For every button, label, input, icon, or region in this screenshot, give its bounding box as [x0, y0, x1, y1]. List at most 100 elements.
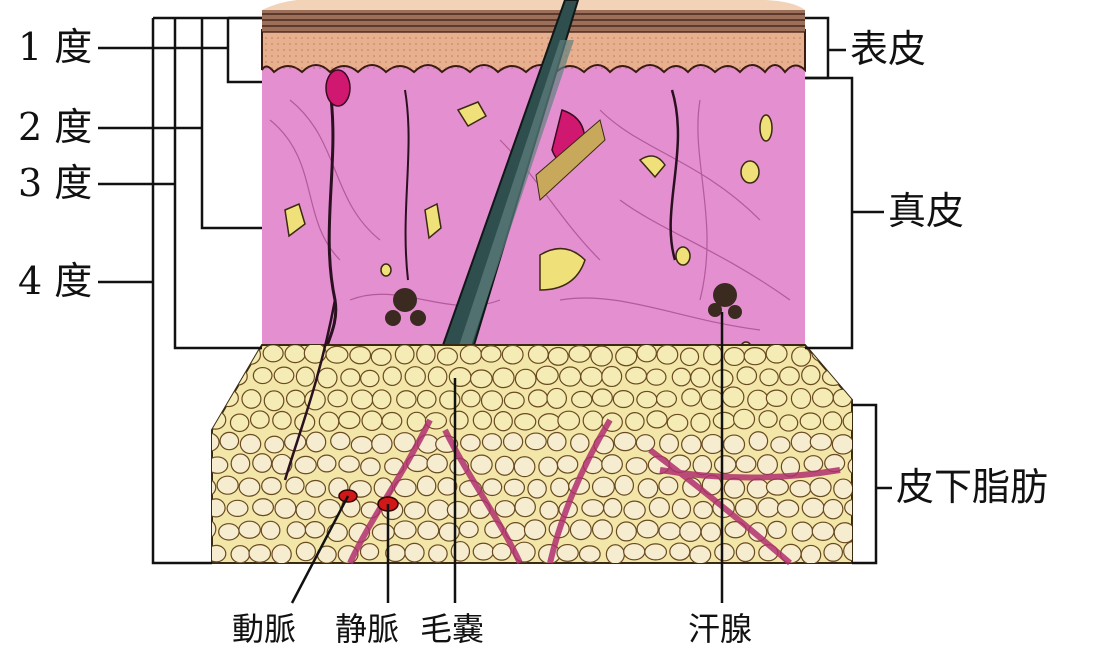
fat-cell — [351, 437, 372, 454]
fat-cell — [592, 389, 612, 406]
fat-cell — [528, 479, 546, 498]
fat-cell — [701, 523, 720, 542]
fat-cell — [504, 392, 524, 408]
fat-cell — [305, 522, 324, 538]
fat-cell — [624, 544, 645, 560]
fat-cell — [702, 435, 724, 454]
fat-cell — [583, 411, 603, 430]
fat-cell — [525, 433, 546, 450]
fat-cell — [350, 347, 371, 364]
fat-cell — [397, 391, 416, 408]
fat-cell — [418, 521, 439, 539]
fat-cell — [450, 411, 468, 429]
fat-cell — [845, 499, 867, 516]
fat-cell — [220, 432, 239, 449]
subcutaneous-fat-label: 皮下脂肪 — [896, 468, 1048, 506]
fat-cell — [275, 499, 296, 519]
fat-cell — [231, 546, 249, 563]
fat-cell — [844, 542, 864, 561]
fat-cell — [626, 413, 644, 431]
fat-cell — [613, 391, 633, 408]
fat-cell — [249, 545, 270, 563]
fat-cell — [360, 544, 378, 560]
fat-cell — [792, 522, 812, 541]
fat-cell — [495, 501, 514, 517]
fat-cell — [504, 433, 523, 451]
fat-cell — [715, 456, 736, 474]
fat-cell — [802, 498, 824, 517]
fat-cell — [217, 476, 238, 494]
fat-cell — [810, 434, 831, 451]
fat-cell — [427, 454, 447, 473]
fat-cell — [539, 457, 558, 476]
fat-cell — [494, 412, 512, 431]
fat-cell — [824, 544, 842, 562]
epidermis-layer — [262, 0, 805, 72]
fat-cell — [759, 411, 777, 428]
fat-cell — [231, 454, 250, 473]
fat-cell — [395, 345, 414, 364]
fat-cell — [848, 457, 866, 474]
fat-cell — [481, 346, 501, 362]
fat-cell — [417, 476, 435, 495]
fat-cell — [804, 456, 822, 472]
fat-cell — [459, 521, 478, 537]
fat-cell — [194, 392, 215, 408]
fat-cell — [274, 367, 294, 383]
fat-cell — [606, 545, 624, 564]
fat-cell — [734, 409, 755, 428]
fat-cell — [462, 390, 480, 407]
fat-cell — [724, 435, 745, 454]
fat-cell — [196, 479, 216, 497]
fat-cell — [227, 500, 248, 516]
fat-cell — [361, 370, 379, 386]
degree-2-label: 2 度 — [18, 108, 92, 146]
fat-cell — [272, 545, 291, 564]
degree-4-label: 4 度 — [18, 262, 92, 300]
fat-cell — [766, 390, 786, 406]
fat-cell — [405, 367, 425, 387]
fat-cell — [540, 501, 558, 519]
fat-cell — [626, 458, 647, 475]
fat-cell — [722, 387, 743, 407]
fat-cell — [602, 455, 623, 474]
fat-cell — [287, 522, 305, 539]
fat-cell — [747, 479, 768, 498]
fat-cell — [286, 477, 304, 494]
fat-cell — [539, 414, 561, 431]
fat-cell — [845, 368, 865, 384]
fat-cell — [417, 390, 435, 408]
fat-cell — [614, 433, 636, 451]
fat-cell — [758, 455, 778, 475]
sweat-gland-label: 汗腺 — [688, 613, 752, 645]
fat-cell — [792, 347, 811, 366]
fat-cell — [502, 345, 523, 364]
fat-cell — [724, 348, 744, 366]
artery-label: 動脈 — [232, 613, 296, 645]
fat-cell — [306, 432, 325, 452]
fat-cell — [713, 412, 734, 428]
fat-cell — [801, 545, 820, 564]
fat-cell — [262, 477, 281, 494]
fat-cell — [361, 458, 380, 476]
fat-cell — [405, 543, 424, 562]
fat-cell — [471, 370, 493, 388]
fat-cell — [239, 478, 260, 496]
fat-cell — [197, 347, 215, 364]
fat-cell — [667, 414, 687, 431]
fat-cell — [581, 367, 603, 386]
fat-cell — [331, 432, 350, 449]
fat-cell — [812, 522, 834, 540]
fat-cell — [447, 502, 468, 519]
fat-cell — [515, 414, 536, 430]
fat-cell — [681, 348, 699, 365]
fat-cell — [504, 479, 524, 496]
fat-cell — [760, 369, 778, 386]
fat-cell — [296, 542, 315, 560]
epidermis-label: 表皮 — [850, 30, 926, 68]
fat-cell — [219, 390, 238, 407]
fat-cell — [557, 545, 578, 562]
fat-cell — [319, 412, 338, 431]
fat-cell — [362, 411, 382, 430]
